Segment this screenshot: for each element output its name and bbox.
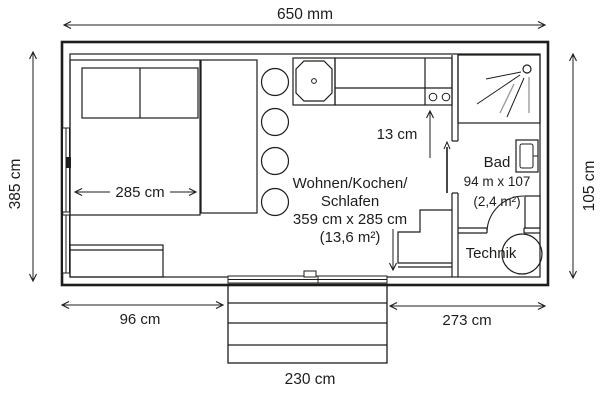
cooktop-burner-icon [428,92,438,102]
dimension-left-label: 385 cm [7,159,24,210]
round-stool [260,187,290,217]
bath-door-leaf [524,195,541,229]
shower-enclosure [457,54,541,124]
dimension-bottom-left-label: 96 cm [120,311,161,328]
shower-water-icon [499,77,530,114]
washbasin [515,139,539,173]
left-window [62,127,71,274]
corner-steps [397,209,452,268]
dimension-bed-width-label: 285 cm [115,184,164,201]
terrace-door-track [227,270,388,284]
svg-text:Schlafen: Schlafen [321,193,379,210]
svg-text:Bad: Bad [484,154,511,171]
bath-door-arc [486,195,525,232]
living-room-label: Wohnen/Kochen/ Schlafen 359 cm x 285 cm … [293,175,409,246]
round-stools [260,67,290,217]
cooktop-burner-icon [441,92,451,102]
round-stool [260,146,290,176]
dimension-label-mask [110,183,170,200]
sink-drain-icon [311,78,317,84]
bathroom-label: Bad 94 m x 107 (2,4 m²) [464,154,531,209]
shower-head-icon [522,64,532,74]
sink-basin-icon [295,60,333,102]
sliding-door-leaf [443,140,451,193]
living-room-size: 359 cm x 285 cm [293,211,407,228]
terrace-steps [227,284,388,364]
boiler [501,233,543,275]
dimension-top-label: 650 mm [277,6,333,23]
round-stool [260,107,290,137]
bathroom-size: 94 m x 107 [464,174,531,189]
steps-width-label: 230 cm [285,371,336,388]
dimension-bottom-right-label: 273 cm [442,312,491,329]
shower-spray-icon [476,71,525,118]
dimension-right-label: 105 cm [581,161,598,212]
counter-depth-label: 13 cm [377,126,418,143]
wardrobe [200,59,258,214]
slide-direction-arrow-icon [443,140,451,150]
svg-text:Wohnen/Kochen/: Wohnen/Kochen/ [293,175,409,192]
window-handle-icon [66,157,71,168]
round-stool [260,67,290,97]
utility-room-label: Technik [466,245,517,262]
bathroom-area: (2,4 m²) [473,194,520,209]
living-room-area: (13,6 m²) [320,229,381,246]
door-latch-icon [303,270,317,278]
